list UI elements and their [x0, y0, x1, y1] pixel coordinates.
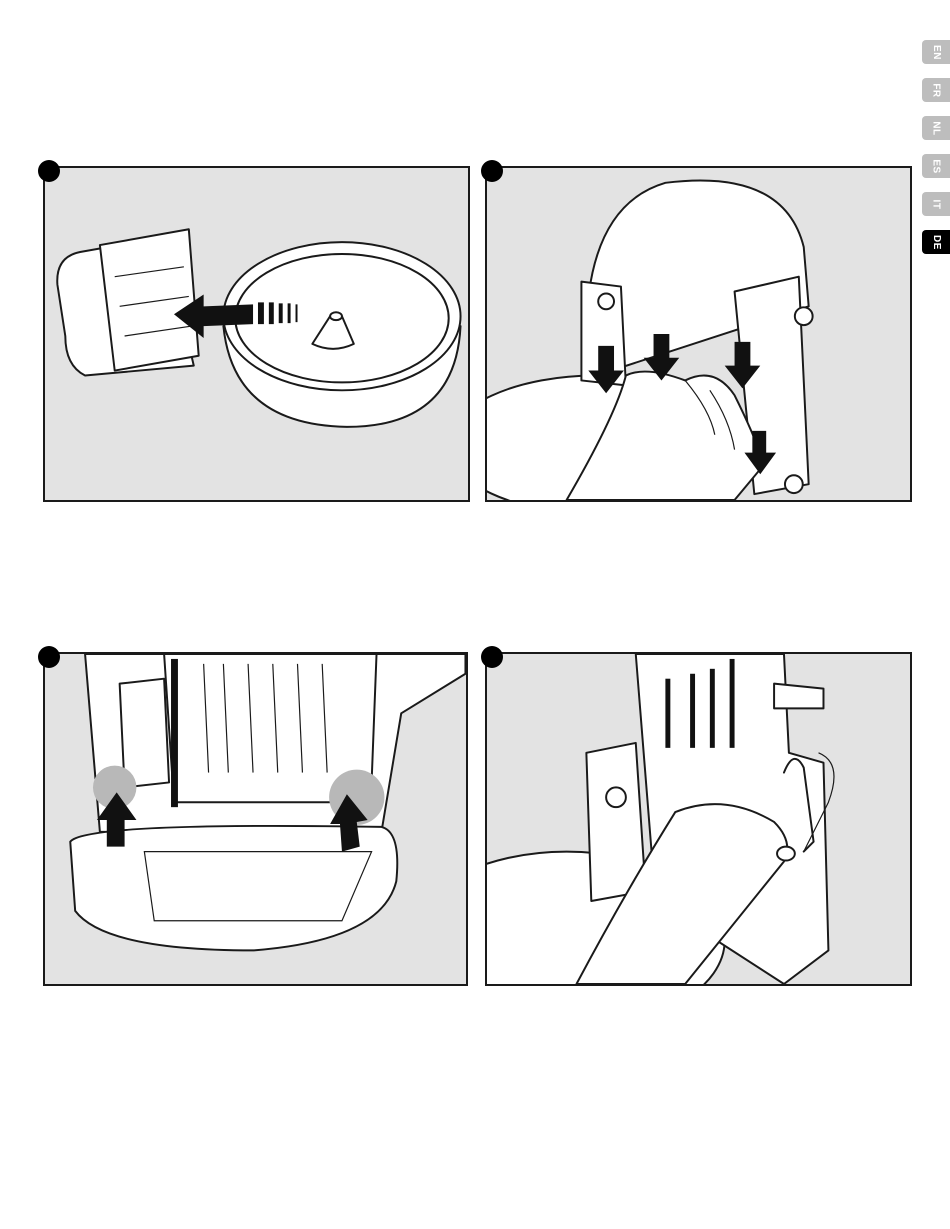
language-tab-it[interactable]: IT — [922, 192, 950, 216]
language-tab-de[interactable]: DE — [922, 230, 950, 254]
language-tab-en[interactable]: EN — [922, 40, 950, 64]
step-2-marker — [481, 160, 503, 182]
step-1-illustration — [43, 166, 470, 502]
step-1-marker — [38, 160, 60, 182]
language-tab-es[interactable]: ES — [922, 154, 950, 178]
filter-strip — [171, 659, 178, 807]
step-4-marker — [481, 646, 503, 668]
step-4-illustration — [485, 652, 912, 986]
step-2-illustration — [485, 166, 912, 502]
step-3-illustration — [43, 652, 468, 986]
step-3-marker — [38, 646, 60, 668]
language-tab-nl[interactable]: NL — [922, 116, 950, 140]
language-tab-fr[interactable]: FR — [922, 78, 950, 102]
